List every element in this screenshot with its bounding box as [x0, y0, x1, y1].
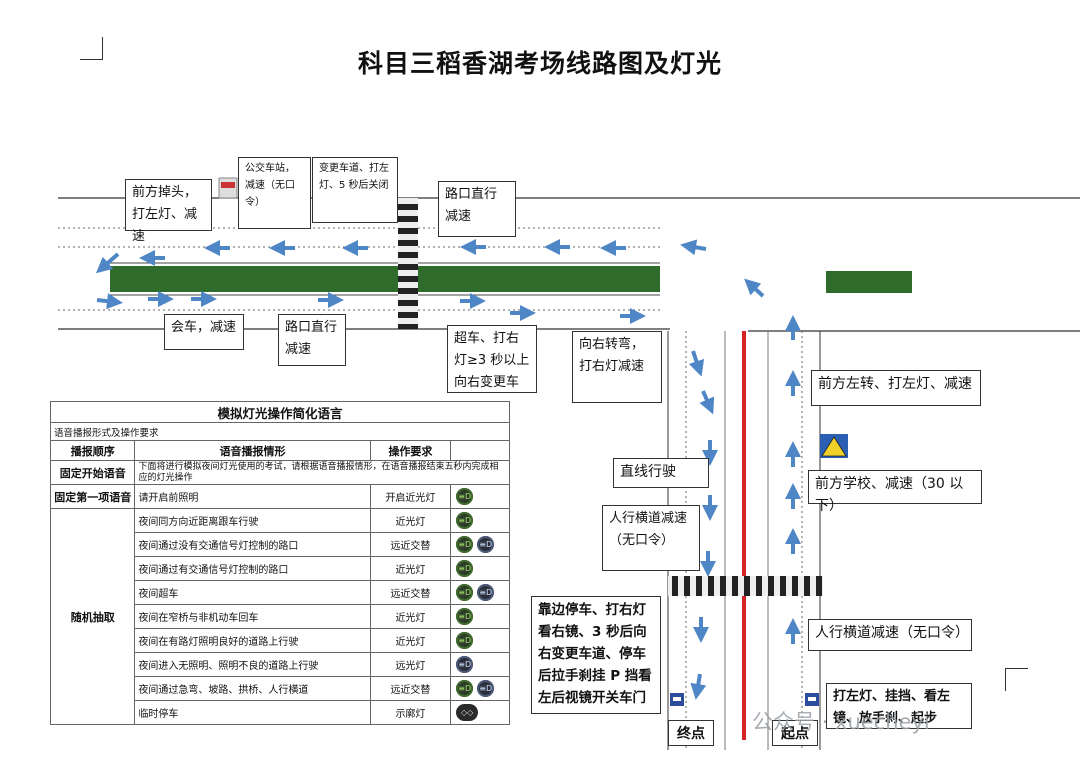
low-beam-icon: ≡D: [456, 608, 474, 625]
corner-mark: [1005, 668, 1028, 691]
note-crosswalk-left: 人行横道减速（无口令）: [602, 505, 700, 571]
row-text: 夜间超车: [134, 580, 371, 605]
row-op: 远近交替: [369, 580, 452, 605]
low-beam-icon: ≡D: [456, 488, 474, 505]
note-bus-stop: 公交车站，减速（无口令）: [238, 157, 311, 229]
low-beam-icon: ≡D: [456, 680, 474, 697]
table-row: 夜间通过没有交通信号灯控制的路口 远近交替 ≡D≡D: [51, 532, 510, 557]
row-text: 夜间通过没有交通信号灯控制的路口: [134, 532, 371, 557]
table-subtitle: 语音播报形式及操作要求: [50, 422, 510, 441]
first-item-op: 开启近光灯: [369, 484, 452, 509]
table-row: 随机抽取 夜间同方向近距离跟车行驶 近光灯 ≡D: [49, 508, 510, 725]
page-title: 科目三稻香湖考场线路图及灯光: [357, 49, 722, 78]
row-text: 夜间在窄桥与非机动车回车: [134, 604, 371, 629]
median-strip: [110, 266, 660, 292]
note-intersection-bottom: 路口直行减速: [278, 314, 346, 366]
note-meeting: 会车，减速: [164, 314, 244, 350]
low-beam-icon: ≡D: [456, 560, 474, 577]
school-sign-icon: [820, 434, 848, 458]
note-uturn: 前方掉头，打左灯、减速: [125, 179, 212, 244]
row-op: 近光灯: [369, 604, 452, 629]
high-beam-icon: ≡D: [456, 656, 474, 673]
row-text: 夜间通过有交通信号灯控制的路口: [134, 556, 371, 581]
note-crosswalk-right: 人行横道减速（无口令）: [808, 619, 972, 651]
crosswalk-bottom: [668, 576, 823, 596]
row-text: 夜间同方向近距离跟车行驶: [134, 508, 371, 533]
watermark: 公众号 · xuecheyi: [752, 710, 930, 734]
hazard-light-icon: ◇◇: [456, 704, 479, 721]
note-straight: 直线行驶: [613, 458, 709, 488]
table-row: 固定第一项语音 请开启前照明 开启近光灯 ≡D: [49, 484, 510, 509]
corner-mark: [80, 37, 103, 60]
table-subtitle-row: 语音播报形式及操作要求: [50, 422, 510, 441]
bus-stop-icon: [218, 177, 238, 199]
note-lane-change: 变更车道、打左灯、5 秒后关闭: [312, 157, 398, 223]
header-order: 播报顺序: [49, 440, 136, 461]
note-park: 靠边停车、打右灯看右镜、3 秒后向右变更车道、停车后拉手刹挂 P 挡看左后视镜开…: [531, 596, 661, 714]
table-row: 夜间在窄桥与非机动车回车 近光灯 ≡D: [51, 604, 510, 629]
table-header-row: 播报顺序 语音播报情形 操作要求: [49, 440, 510, 461]
crosswalk-top: [398, 198, 418, 329]
header-operation: 操作要求: [369, 440, 452, 461]
route-arrows: [95, 239, 801, 700]
high-beam-icon: ≡D: [477, 536, 495, 553]
high-beam-icon: ≡D: [477, 584, 495, 601]
end-label: 终点: [668, 720, 714, 746]
row-op: 近光灯: [369, 556, 452, 581]
low-beam-icon: ≡D: [456, 536, 474, 553]
table-caption: 模拟灯光操作简化语言: [50, 401, 510, 423]
table-caption-row: 模拟灯光操作简化语言: [50, 401, 510, 423]
low-beam-icon: ≡D: [456, 512, 474, 529]
table-row: 临时停车 示廓灯 ◇◇: [51, 700, 510, 725]
note-school: 前方学校、减速（30 以下）: [808, 470, 982, 514]
start-label: 起点: [772, 720, 818, 746]
group-fixed-first: 固定第一项语音: [49, 484, 136, 509]
note-start-steps: 打左灯、挂挡、看左镜、放手刹、起步: [826, 683, 972, 729]
parking-sign-icon: [805, 693, 819, 706]
group-fixed-start: 固定开始语音: [49, 460, 136, 485]
header-icon: [450, 440, 510, 461]
low-beam-icon: ≡D: [456, 584, 474, 601]
parking-sign-icon: [670, 693, 684, 706]
table-row: 夜间进入无照明、照明不良的道路上行驶 远光灯 ≡D: [51, 652, 510, 677]
note-left-turn: 前方左转、打左灯、减速: [811, 370, 981, 406]
high-beam-icon: ≡D: [477, 680, 495, 697]
table-row: 固定开始语音 下面将进行模拟夜间灯光使用的考试，请根据语音播报情形，在语音播报结…: [49, 460, 510, 485]
row-text: 夜间通过急弯、坡路、拱桥、人行横道: [134, 676, 371, 701]
light-operation-table: 模拟灯光操作简化语言 语音播报形式及操作要求 播报顺序 语音播报情形 操作要求 …: [49, 401, 510, 725]
row-op: 近光灯: [369, 508, 452, 533]
horizontal-road: [58, 197, 1080, 332]
header-scenario: 语音播报情形: [134, 440, 371, 461]
row-text: 临时停车: [134, 700, 371, 725]
row-text: 夜间进入无照明、照明不良的道路上行驶: [134, 652, 371, 677]
note-overtake: 超车、打右灯≥3 秒以上向右变更车: [447, 325, 537, 393]
row-op: 远近交替: [369, 532, 452, 557]
median-strip-right: [826, 271, 912, 293]
row-op: 远近交替: [369, 676, 452, 701]
table-row: 夜间在有路灯照明良好的道路上行驶 近光灯 ≡D: [51, 628, 510, 653]
row-op: 近光灯: [369, 628, 452, 653]
note-right-turn: 向右转弯，打右灯减速: [572, 331, 662, 403]
table-row: 夜间超车 远近交替 ≡D≡D: [51, 580, 510, 605]
row-text: 夜间在有路灯照明良好的道路上行驶: [134, 628, 371, 653]
intro-text: 下面将进行模拟夜间灯光使用的考试，请根据语音播报情形，在语音播报结束五秒内完成相…: [134, 460, 510, 485]
first-item-text: 请开启前照明: [134, 484, 371, 509]
table-row: 夜间通过急弯、坡路、拱桥、人行横道 远近交替 ≡D≡D: [51, 676, 510, 701]
group-random: 随机抽取: [49, 508, 136, 725]
note-intersection-top: 路口直行减速: [438, 181, 516, 237]
row-op: 示廓灯: [369, 700, 452, 725]
row-op: 远光灯: [369, 652, 452, 677]
low-beam-icon: ≡D: [456, 632, 474, 649]
